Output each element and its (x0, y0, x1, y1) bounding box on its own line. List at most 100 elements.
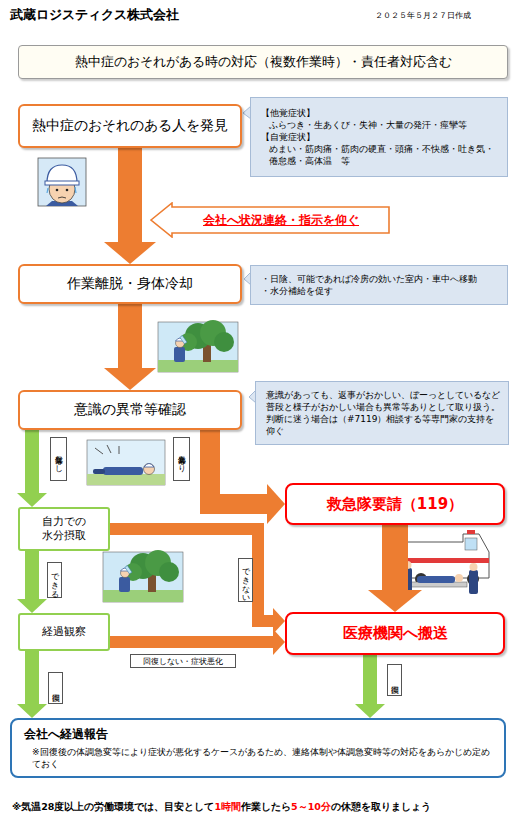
edge-label: 異常等あり (173, 437, 190, 481)
flow-arrow (110, 629, 285, 655)
illustration-part (103, 467, 143, 475)
node-text: めまい・筋肉痛・筋肉の硬直・頭痛・不快感・吐き気・倦怠感・高体温 等 (261, 143, 501, 167)
arrow-head (17, 493, 47, 507)
emergency-box: 医療機関へ搬送 (285, 612, 505, 655)
process-box: 意識の異常等確認 (18, 390, 242, 430)
edge-label: できる (47, 562, 62, 598)
node-text: 会社へ状況連絡・指示を仰ぐ (203, 212, 359, 229)
footnote-text: の休憩を取りましょう (331, 801, 431, 812)
node-text: 会社へ経過報告 (24, 726, 108, 743)
illustration-part (93, 469, 105, 474)
edge-label: 回復 (387, 664, 402, 696)
flow-arrow (110, 529, 285, 634)
node-text: 熱中症のおそれのある人を発見 (32, 117, 228, 135)
footnote: ※気温28度以上の労働環境では、目安として1時間作業したら5～10分の休憩を取り… (12, 801, 431, 814)
illustration-part (470, 563, 478, 571)
node-text: 自力での水分摂取 (40, 515, 88, 543)
node-text: ・水分補給を促す (261, 285, 333, 297)
arrow-head (368, 590, 422, 612)
illustration-part (58, 197, 66, 198)
node-text: 経過観察 (42, 625, 86, 639)
arrow-shaft (363, 655, 377, 705)
illustration-part (144, 464, 154, 468)
edge-label: 異常等なし (50, 437, 67, 481)
edge-label: 回復しない・症状悪化 (130, 654, 236, 668)
illustration-part (56, 189, 59, 192)
illustration-part (66, 189, 69, 192)
illustration-part (47, 188, 48, 193)
illustration-part (45, 181, 79, 185)
illustration-part (417, 576, 455, 583)
arrow-head (104, 368, 156, 390)
company-name: 武蔵ロジスティクス株式会社 (10, 6, 179, 24)
edge-label: できない (238, 558, 253, 602)
instruction-arrow-box: 会社へ状況連絡・指示を仰ぐ (150, 202, 390, 238)
node-text: 【自覚症状】 (261, 131, 315, 143)
arrow-shaft (25, 551, 39, 600)
node-text: 意識があっても、返事がおかしい、ぼーっとしているなど普段と様子がおかしい場合も異… (266, 389, 502, 437)
illustration-part (38, 158, 86, 206)
flow-arrow (355, 655, 385, 718)
illustration-part (95, 445, 119, 454)
node-text: ふらつき・生あくび・失神・大量の発汗・痙攣等 (261, 119, 467, 131)
footnote-text: 1時間 (214, 801, 241, 812)
footnote-text: ※気温28度以上の労働環境では、目安として (12, 801, 214, 812)
date-label: ２０２５年５月２７日作成 (375, 10, 471, 21)
illustration-part (144, 464, 155, 475)
edge-label: 回復 (48, 672, 63, 704)
illustration-part (467, 530, 475, 534)
illustration-part (47, 165, 77, 183)
illustration-part (469, 570, 478, 594)
illustration-part (87, 474, 165, 485)
node-text: 意識の異常等確認 (74, 401, 186, 419)
drinking-illustration (103, 550, 183, 602)
arrow-head (17, 599, 47, 613)
arrow-head (273, 608, 285, 634)
check-box: 経過観察 (18, 613, 110, 651)
flow-arrow (17, 430, 47, 507)
illustration-part (405, 558, 489, 563)
arrow-shaft (25, 430, 39, 494)
drinking-illustration (158, 320, 238, 372)
ambulance-illustration (403, 530, 489, 594)
arrow-head (273, 629, 285, 655)
node-text: ・日陰、可能であれば冷房の効いた室内・車中へ移動 (261, 273, 477, 285)
footnote-text: 作業したら (241, 801, 291, 812)
process-box: 作業離脱・身体冷却 (18, 264, 242, 304)
flow-arrow (104, 304, 156, 390)
title-box: 熱中症のおそれがある時の対応（複数作業時）・責任者対応含む (18, 45, 508, 79)
note-callout: ・日陰、可能であれば冷房の効いた室内・車中へ移動・水分補給を促す (250, 265, 508, 305)
emergency-box: 救急隊要請（119） (285, 483, 505, 525)
arrow-shaft (25, 651, 39, 705)
illustration-part (465, 538, 477, 550)
flow-arrow (17, 651, 47, 718)
arrow-head (355, 704, 385, 718)
check-box: 自力での水分摂取 (18, 507, 110, 551)
note-callout: 意識があっても、返事がおかしい、ぼーっとしているなど普段と様子がおかしい場合も異… (255, 381, 509, 445)
arrow-head (17, 704, 47, 718)
note-callout: 【他覚症状】ふらつき・生あくび・失神・大量の発汗・痙攣等【自覚症状】めまい・筋肉… (250, 97, 508, 177)
worker-illustration (38, 158, 86, 206)
illustration-part (75, 187, 76, 193)
arrow-box-shape (151, 203, 389, 237)
node-text: ※回復後の体調急変等により症状が悪化するケースがあるため、連絡体制や体調急変時等… (24, 746, 492, 770)
arrow-head (267, 484, 285, 524)
node-text: 医療機関へ搬送 (343, 624, 448, 643)
illustration-part (455, 574, 463, 582)
process-box: 熱中症のおそれのある人を発見 (18, 104, 242, 148)
arrow-shaft (110, 529, 274, 621)
illustration-part (87, 440, 165, 485)
node-text: 【他覚症状】 (261, 107, 315, 119)
flow-arrow (368, 525, 422, 612)
arrow-shaft (382, 525, 408, 591)
arrow-shaft (110, 636, 274, 648)
footnote-text: 5～10分 (291, 801, 331, 812)
arrow-shaft (118, 304, 142, 369)
flow-arrow (17, 551, 47, 613)
arrow-shaft (118, 148, 142, 243)
flow-arrow (104, 148, 156, 264)
node-text: 作業離脱・身体冷却 (67, 275, 193, 293)
report-box: 会社へ経過報告 ※回復後の体調急変等により症状が悪化するケースがあるため、連絡体制… (10, 718, 506, 778)
diagram-title: 熱中症のおそれがある時の対応（複数作業時）・責任者対応含む (75, 53, 452, 71)
